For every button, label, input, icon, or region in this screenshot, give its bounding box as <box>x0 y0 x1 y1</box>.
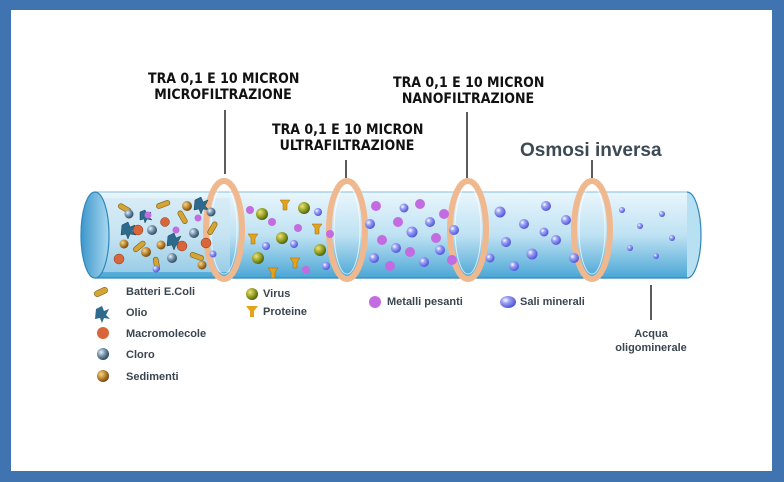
legend-proteine: Proteine <box>263 306 308 318</box>
contaminants-section-5 <box>619 207 675 259</box>
legend-virus: Virus <box>263 288 291 300</box>
membrane-micro <box>203 178 245 282</box>
membrane-osmosi <box>571 178 613 282</box>
contaminants-section-3 <box>365 199 459 271</box>
label-micro-name: MICROFILTRAZIONE <box>154 87 292 103</box>
leader-lines <box>224 110 652 320</box>
legend-icons <box>94 287 516 382</box>
acqua-line-1: Acqua <box>634 328 668 340</box>
contaminants-section-2 <box>246 199 334 279</box>
label-ultrafiltration: TRA 0,1 E 10 MICRON ULTRAFILTRAZIONE <box>272 122 424 154</box>
legend-cloro: Cloro <box>126 349 155 361</box>
contaminants-section-1 <box>113 196 218 273</box>
bacteria-icon <box>94 287 108 297</box>
acqua-line-2: oligominerale <box>615 342 687 354</box>
legend-olio: Olio <box>126 307 148 319</box>
oil-icon <box>95 306 110 323</box>
label-nanofiltration: TRA 0,1 E 10 MICRON NANOFILTRAZIONE <box>393 75 545 107</box>
legend-sali: Sali minerali <box>520 296 585 308</box>
label-ultra-range: TRA 0,1 E 10 MICRON <box>272 122 424 138</box>
label-microfiltration: TRA 0,1 E 10 MICRON MICROFILTRAZIONE <box>148 71 300 103</box>
label-micro-range: TRA 0,1 E 10 MICRON <box>148 71 300 87</box>
sediment-icon <box>97 370 109 382</box>
heavy-metal-icon <box>369 296 381 308</box>
legend-macromolecole: Macromolecole <box>126 328 207 340</box>
legend-batteri: Batteri E.Coli <box>126 286 196 298</box>
virus-icon <box>246 288 258 300</box>
legend-sedimenti: Sedimenti <box>126 371 179 383</box>
chlorine-icon <box>97 348 109 360</box>
label-nano-name: NANOFILTRAZIONE <box>401 91 535 107</box>
label-nano-range: TRA 0,1 E 10 MICRON <box>393 75 545 91</box>
label-acqua-oligominerale: Acqua oligominerale <box>600 327 702 355</box>
protein-icon <box>246 306 258 317</box>
legend-metalli: Metalli pesanti <box>387 296 463 308</box>
label-reverse-osmosis: Osmosi inversa <box>520 140 662 161</box>
membrane-ultra <box>326 178 368 282</box>
macromolecule-icon <box>97 327 109 339</box>
contaminants-section-4 <box>485 201 579 271</box>
mineral-salt-icon <box>500 296 516 308</box>
label-ultra-name: ULTRAFILTRAZIONE <box>279 138 415 154</box>
